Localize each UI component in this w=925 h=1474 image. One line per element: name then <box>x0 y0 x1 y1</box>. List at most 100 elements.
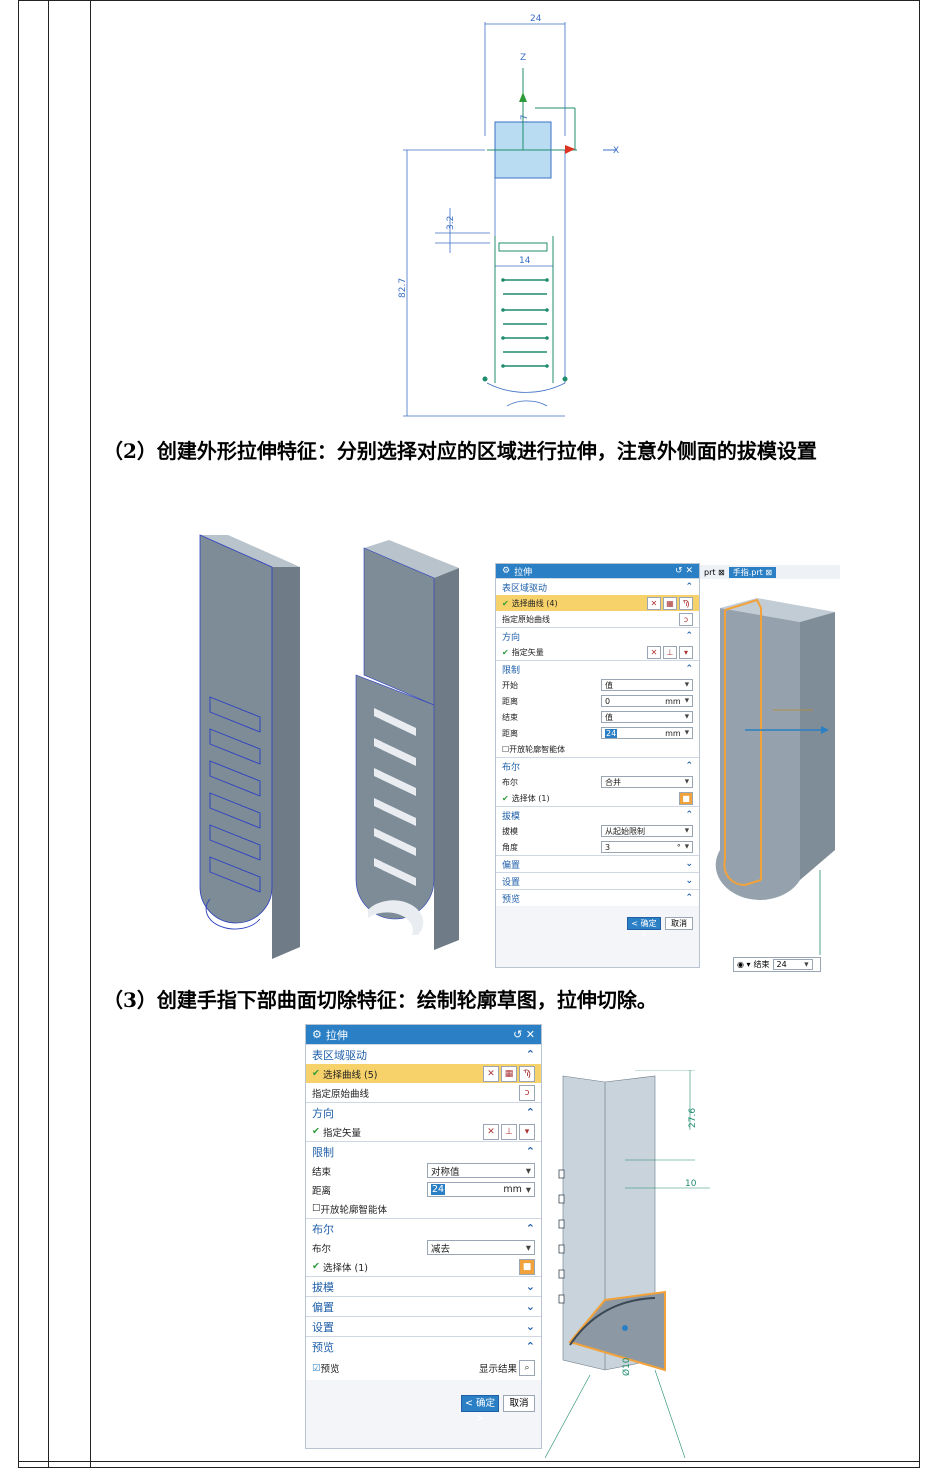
section-preview-header[interactable]: 预览⌃ <box>496 890 699 906</box>
start-select[interactable]: 值▼ <box>601 679 693 691</box>
sketch-icon[interactable]: ▦ <box>663 596 677 610</box>
end-input[interactable]: 24▼ <box>772 959 813 970</box>
curve-pick-icon[interactable]: ↄ <box>679 612 693 626</box>
sketch-icon[interactable]: ▦ <box>501 1065 517 1082</box>
vector-row[interactable]: ✔指定矢量✕⊥▾ <box>496 644 699 660</box>
vector-row[interactable]: ✔指定矢量✕⊥▾ <box>306 1122 541 1141</box>
reverse-icon[interactable]: ✕ <box>647 645 661 659</box>
section-settings: 设置⌄ <box>306 1316 541 1336</box>
vector-dropdown-icon[interactable]: ▾ <box>679 645 693 659</box>
select-curve-row[interactable]: ✔选择曲线 (4)✕▦Ϡ <box>496 595 699 611</box>
select-body-row[interactable]: ✔选择体 (1)■ <box>306 1257 541 1276</box>
dialog-footer: < 确定 > 取消 <box>496 912 699 939</box>
section-label: 布尔 <box>502 762 521 773</box>
checkbox-icon[interactable]: ☐ <box>312 1203 321 1214</box>
angle-input[interactable]: 3°▼ <box>601 841 693 853</box>
section-draft: 拔模⌄ <box>306 1276 541 1296</box>
ok-button[interactable]: < 确定 > <box>627 916 661 939</box>
section-preview-header[interactable]: 预览⌃ <box>306 1337 541 1356</box>
chevron-up-icon: ⌃ <box>525 1340 535 1353</box>
bool-row: 布尔减去▼ <box>306 1238 541 1257</box>
tab-prt[interactable]: prt ⊠ <box>704 567 725 577</box>
curve-rule-icon[interactable]: ✕ <box>647 596 661 610</box>
curve-rule-icon[interactable]: ✕ <box>483 1065 499 1082</box>
section-icon[interactable]: Ϡ <box>679 596 693 610</box>
unit-label: mm <box>665 728 681 738</box>
draft-select[interactable]: 从起始限制▼ <box>601 825 693 837</box>
chevron-down-icon: ⌄ <box>525 1300 535 1313</box>
section-drive-header[interactable]: 表区域驱动⌃ <box>306 1045 541 1064</box>
section-label: 限制 <box>502 665 521 676</box>
check-icon: ✔ <box>312 1068 320 1079</box>
section-settings-header[interactable]: 设置⌄ <box>306 1317 541 1336</box>
angle-value: 3 <box>605 842 611 852</box>
vector-dropdown-icon[interactable]: ▾ <box>519 1123 535 1140</box>
close-icon[interactable]: ✕ <box>685 566 693 576</box>
show-result-label: 显示结果 <box>478 1364 517 1375</box>
section-direction-header[interactable]: 方向⌃ <box>306 1103 541 1122</box>
checkbox-icon[interactable]: ☐ <box>502 744 510 754</box>
ok-button[interactable]: < 确定 > <box>461 1394 499 1424</box>
axis-z-label: Z <box>520 53 526 63</box>
section-draft-header[interactable]: 拔模⌃ <box>496 807 699 823</box>
section-offset-header[interactable]: 偏置⌄ <box>306 1297 541 1316</box>
end-value-box: ◉ ▾ 结束 24▼ <box>733 957 821 972</box>
section-limits-header[interactable]: 限制⌃ <box>306 1142 541 1161</box>
section-settings-header[interactable]: 设置⌄ <box>496 873 699 889</box>
reset-icon[interactable]: ↺ <box>675 566 683 576</box>
section-direction: 方向⌃ ✔指定矢量✕⊥▾ <box>496 627 699 660</box>
section-offset-header[interactable]: 偏置⌄ <box>496 856 699 872</box>
bool-select[interactable]: 合并▼ <box>601 776 693 788</box>
chevron-down-icon: ▼ <box>684 714 689 720</box>
open-profile-row[interactable]: ☐开放轮廓智能体 <box>306 1199 541 1218</box>
section-limits-header[interactable]: 限制⌃ <box>496 661 699 677</box>
section-bool-header[interactable]: 布尔⌃ <box>496 758 699 774</box>
dialog-footer: < 确定 > 取消 <box>306 1388 541 1424</box>
bool-value: 合并 <box>605 777 621 787</box>
chevron-down-icon: ▼ <box>525 1166 531 1175</box>
table-frame <box>18 0 920 1468</box>
end-select[interactable]: 值▼ <box>601 711 693 723</box>
checkbox-checked-icon[interactable]: ☑ <box>312 1362 321 1374</box>
table-col-divider <box>48 0 49 1468</box>
section-direction-header[interactable]: 方向⌃ <box>496 628 699 644</box>
section-bool-header[interactable]: 布尔⌃ <box>306 1219 541 1238</box>
section-draft-header[interactable]: 拔模⌄ <box>306 1277 541 1296</box>
cube-icon[interactable]: ■ <box>679 791 693 805</box>
section-icon[interactable]: Ϡ <box>519 1065 535 1082</box>
close-icon[interactable]: ✕ <box>525 1028 535 1041</box>
bool-select[interactable]: 减去▼ <box>427 1240 535 1255</box>
sketch-drawing: 24 82.7 3.2 14 27 Z X <box>398 14 619 417</box>
section-offset: 偏置⌄ <box>496 855 699 872</box>
cancel-button[interactable]: 取消 <box>665 916 693 930</box>
chevron-up-icon: ⌃ <box>685 582 693 592</box>
select-curve-row[interactable]: ✔选择曲线 (5)✕▦Ϡ <box>306 1064 541 1083</box>
section-drive-header[interactable]: 表区域驱动⌃ <box>496 579 699 595</box>
select-body-row[interactable]: ✔选择体 (1)■ <box>496 790 699 806</box>
section-label: 方向 <box>502 632 521 643</box>
value-type-icon[interactable]: ◉ ▾ <box>737 960 751 969</box>
select-body-label: 选择体 (1) <box>322 1262 368 1274</box>
cube-icon[interactable]: ■ <box>519 1258 535 1275</box>
reverse-icon[interactable]: ✕ <box>483 1123 499 1140</box>
axis-icon[interactable]: ⊥ <box>501 1123 517 1140</box>
tab-finger-prt[interactable]: 手指.prt ⊠ <box>728 566 777 578</box>
start-label: 开始 <box>502 680 518 690</box>
cancel-button[interactable]: 取消 <box>503 1394 535 1412</box>
curve-pick-icon[interactable]: ↄ <box>519 1084 535 1101</box>
end-select[interactable]: 对称值▼ <box>427 1163 535 1178</box>
axis-icon[interactable]: ⊥ <box>663 645 677 659</box>
chevron-down-icon: ⌄ <box>525 1320 535 1333</box>
magnifier-icon[interactable]: ⌕ <box>519 1360 535 1376</box>
reset-icon[interactable]: ↺ <box>513 1028 523 1041</box>
open-profile-row[interactable]: ☐开放轮廓智能体 <box>496 741 699 757</box>
